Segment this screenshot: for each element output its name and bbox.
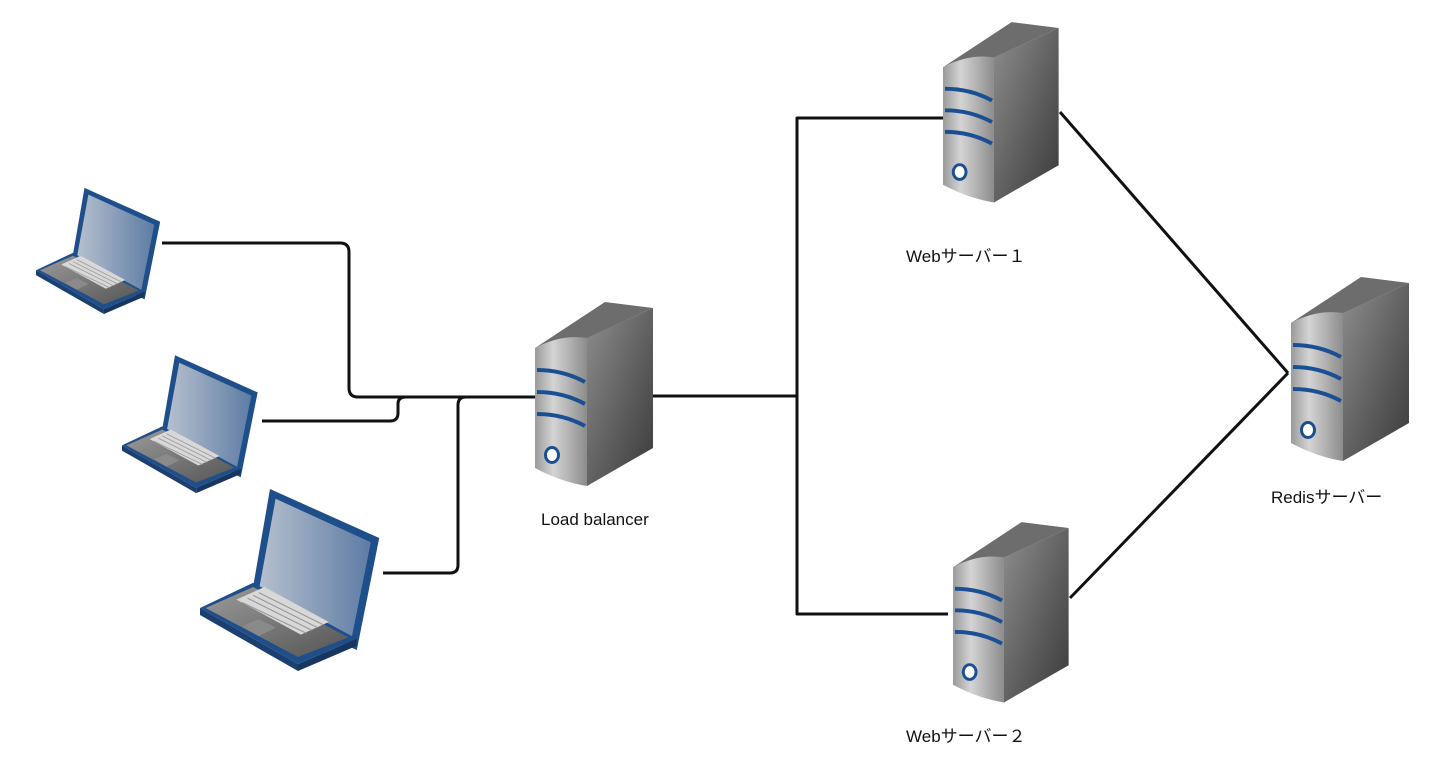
redis-server-label: Redisサーバー: [1271, 488, 1383, 507]
client-laptop-3[interactable]: [199, 488, 380, 672]
client-laptop-2[interactable]: [121, 354, 259, 494]
redis-server[interactable]: [1289, 275, 1411, 463]
edge-client3-lb: [383, 395, 467, 575]
client-laptop-1[interactable]: [35, 187, 161, 315]
web-server-2[interactable]: [951, 520, 1071, 705]
web-server-1[interactable]: [941, 20, 1061, 205]
web-server-2-label: Webサーバー２: [906, 727, 1026, 746]
edge-switch-web2: [795, 396, 948, 616]
edge-web2-redis: [1068, 371, 1290, 600]
load-balancer-label: Load balancer: [541, 510, 649, 529]
edge-client1-lb: [162, 241, 535, 399]
edge-switch-web1: [795, 116, 945, 396]
web-server-1-label: Webサーバー１: [906, 247, 1026, 266]
edge-web1-redis: [1058, 111, 1290, 374]
edge-client2-lb: [262, 395, 407, 423]
load-balancer-server[interactable]: [533, 300, 655, 488]
